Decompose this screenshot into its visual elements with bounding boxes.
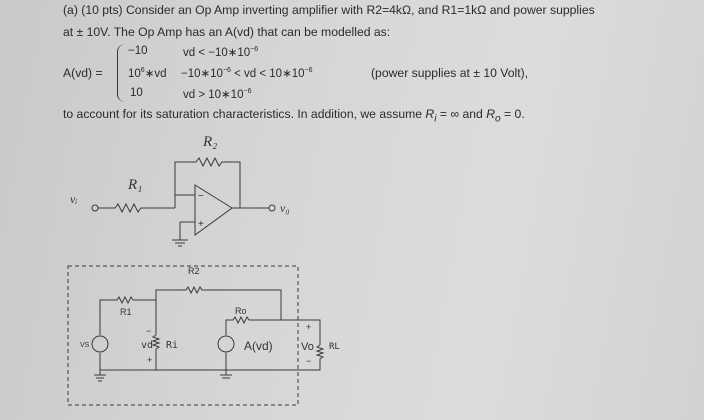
c1-r2-feedback [174, 156, 241, 208]
case-2-value: 106∗vd [128, 67, 167, 80]
case-2-condition: −10∗10−6 < vd < 10∗10−6 [181, 67, 313, 80]
c2-r2-label: R2 [188, 266, 200, 276]
svg-text:+: + [198, 219, 204, 230]
c1-r2-label: R₂ [202, 134, 217, 150]
c1-r1-resistor [98, 202, 175, 214]
svg-text:−: − [146, 326, 151, 336]
case-3-condition: vd > 10∗10−6 [183, 88, 252, 101]
svg-text:−: − [306, 356, 311, 366]
c2-dashed-boundary [67, 265, 299, 406]
c2-vo-label: Vo [301, 341, 314, 353]
problem-line-1: (a) (10 pts) Consider an Op Amp invertin… [63, 3, 595, 17]
c2-ri-label: Ri [166, 340, 178, 351]
c1-vo-label: v₀ [280, 201, 290, 215]
c2-r2-resistor [155, 285, 282, 320]
svg-text:+: + [147, 355, 152, 365]
c2-avd-label: A(vd) [244, 339, 273, 353]
svg-text:+: + [306, 322, 311, 332]
svg-text:−: − [198, 191, 204, 202]
c2-vs-label: VS [80, 342, 90, 349]
opamp-model-schematic: R2 R1 Ro VS vd Ri A(vd) Vo RL − + + − [67, 265, 340, 406]
c1-opamp-triangle [194, 184, 233, 236]
c2-ri-resistor [151, 334, 161, 370]
c2-ground-icon-2 [220, 370, 232, 379]
problem-line-2: at ± 10V. The Op Amp has an A(vd) that c… [63, 25, 391, 39]
inverting-amplifier-schematic: R₂ R₁ vᵢ v₀ − + [70, 134, 290, 247]
c1-vi-label: vᵢ [70, 192, 77, 206]
c2-rl-label: RL [329, 342, 340, 352]
c2-ro-label: Ro [235, 306, 247, 316]
c1-input-terminal [91, 204, 99, 212]
avd-lhs: A(vd) = [63, 66, 103, 80]
c2-vd-label: vd [141, 340, 153, 351]
c2-r1-resistor [99, 295, 157, 335]
c2-dependent-source-icon [217, 335, 235, 353]
problem-last-line: to account for its saturation characteri… [63, 107, 525, 125]
case-1-value: −10 [128, 45, 148, 57]
case-3-value: 10 [130, 87, 143, 99]
c2-rl-resistor [100, 344, 325, 371]
c1-output-terminal [268, 204, 276, 212]
c2-vs-source-icon [91, 335, 109, 353]
piecewise-brace [117, 44, 126, 102]
case-1-condition: vd < −10∗10−6 [183, 46, 259, 59]
power-supply-note: (power supplies at ± 10 Volt), [371, 66, 529, 80]
c1-ground-icon [172, 221, 195, 247]
c2-r1-label: R1 [120, 307, 132, 317]
c2-ground-icon [94, 370, 106, 382]
c2-ro-resistor [225, 315, 321, 345]
c1-r1-label: R₁ [127, 177, 142, 193]
